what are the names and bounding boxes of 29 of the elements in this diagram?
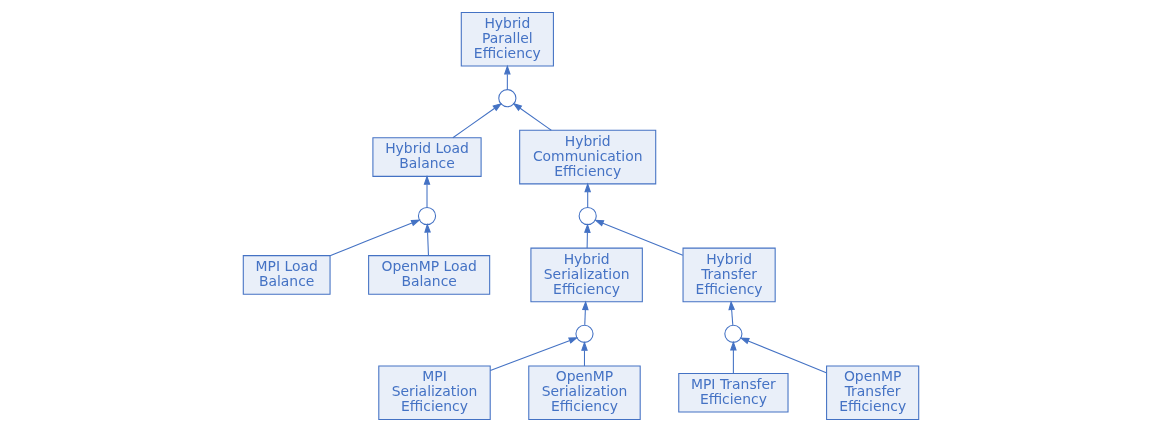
arrow: [424, 222, 431, 257]
arrow: [581, 300, 589, 326]
arrow: [584, 182, 592, 208]
node-box: OpenMP Transfer Efficiency: [826, 365, 920, 421]
arrow: [512, 102, 552, 131]
node-box: OpenMP Load Balance: [368, 255, 491, 295]
node-circle: [578, 206, 597, 226]
arrow: [489, 337, 579, 372]
arrow: [423, 175, 431, 208]
node-box: Hybrid Serialization Efficiency: [530, 247, 643, 303]
node-box: Hybrid Parallel Efficiency: [460, 11, 554, 67]
node-circle: [724, 324, 743, 343]
node-box: Hybrid Transfer Efficiency: [682, 247, 776, 303]
arrow: [728, 300, 736, 326]
arrow: [452, 102, 503, 139]
node-circle: [498, 89, 517, 108]
arrow: [584, 223, 591, 249]
node-box: OpenMP Serialization Efficiency: [528, 365, 641, 421]
node-box: Hybrid Communication Efficiency: [519, 129, 657, 185]
node-box: MPI Load Balance: [242, 255, 331, 295]
node-box: MPI Transfer Efficiency: [678, 372, 789, 413]
arrow: [730, 340, 737, 374]
node-circle: [417, 206, 437, 226]
node-box: MPI Serialization Efficiency: [378, 365, 491, 421]
arrow: [739, 337, 827, 374]
node-circle: [575, 324, 594, 343]
arrow: [329, 219, 421, 257]
node-box: Hybrid Load Balance: [372, 137, 482, 177]
arrow: [594, 219, 684, 256]
